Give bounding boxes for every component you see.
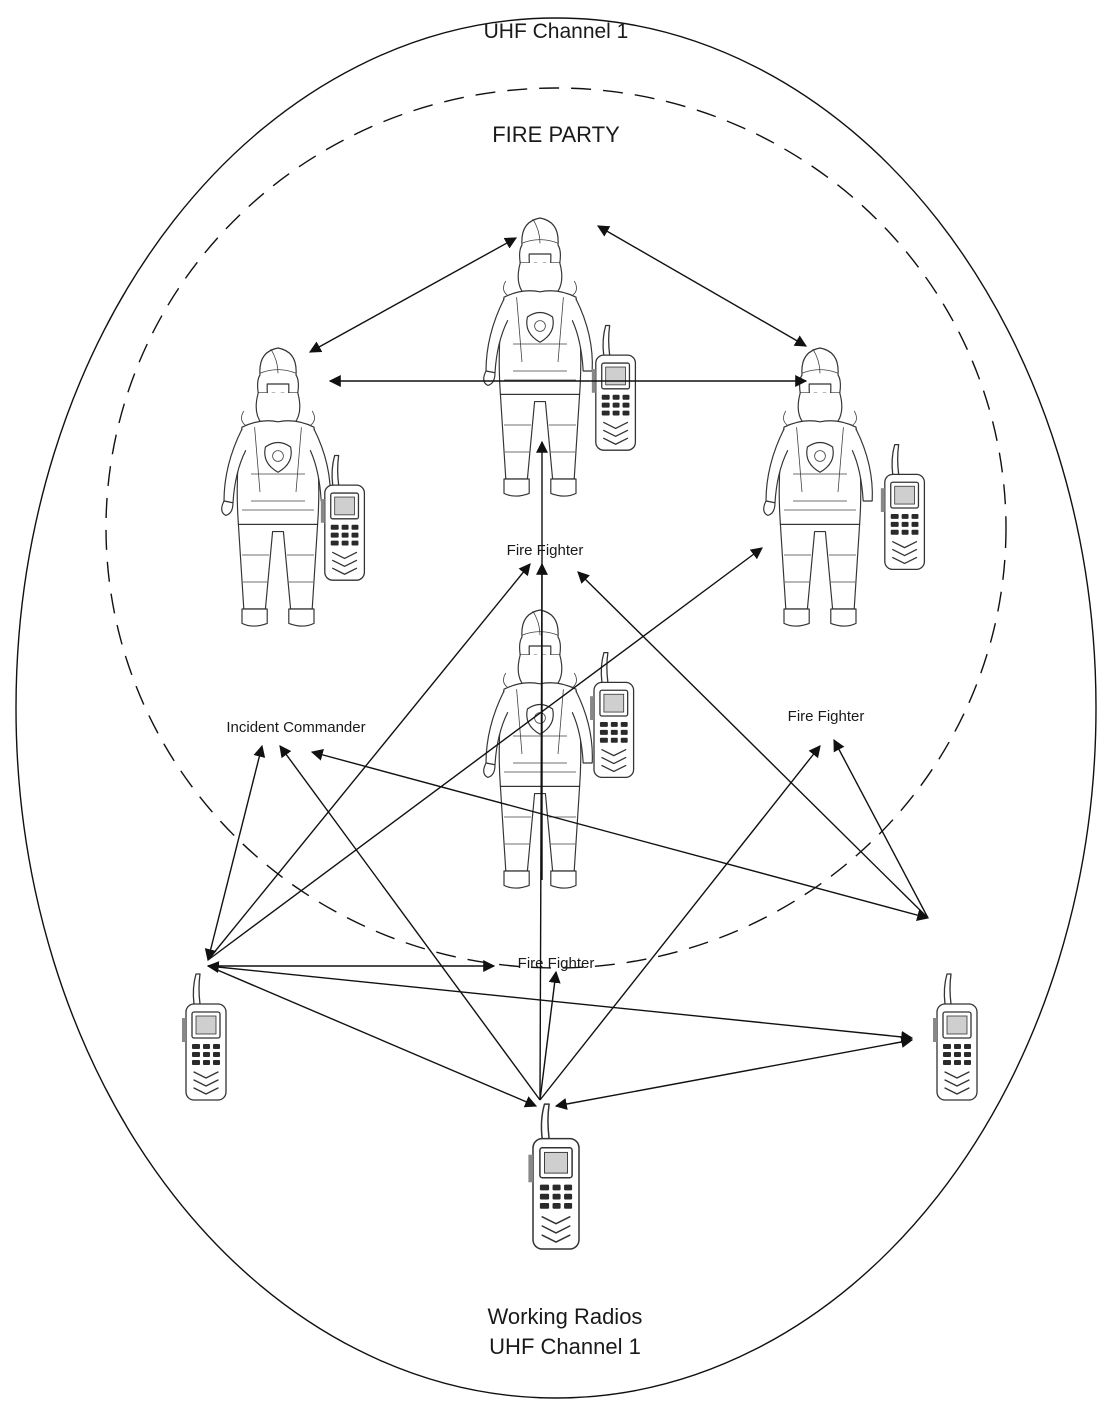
link-leftradio-bottomradio [208,966,536,1106]
link-bottomradio-center [540,972,556,1100]
working-radio-right-icon [933,974,977,1100]
link-top-right [598,226,806,346]
working-radio-bottom-icon [528,1104,579,1249]
link-bottomradio-right [540,746,820,1100]
outer-channel-label: UHF Channel 1 [484,20,629,43]
working-radios-channel-label: UHF Channel 1 [489,1334,641,1359]
firefighter-center-icon [484,610,634,888]
fire-fighter-center-label: Fire Fighter [518,955,595,972]
fire-fighter-top-label: Fire Fighter [507,542,584,559]
working-radio-left-icon [182,974,226,1100]
working-radios-label: Working Radios [488,1304,643,1329]
link-rightradio-right [834,740,928,918]
fire-party-label: FIRE PARTY [492,122,620,147]
link-top-commander [310,238,516,352]
link-bottomradio-rightradio [556,1040,912,1106]
incident-commander-icon [222,348,365,626]
fire-fighter-right-label: Fire Fighter [788,708,865,725]
firefighter-top-icon [484,218,636,496]
incident-commander-label: Incident Commander [226,719,365,736]
firefighter-right-icon [764,348,925,626]
link-leftradio-rightradio [208,966,912,1038]
